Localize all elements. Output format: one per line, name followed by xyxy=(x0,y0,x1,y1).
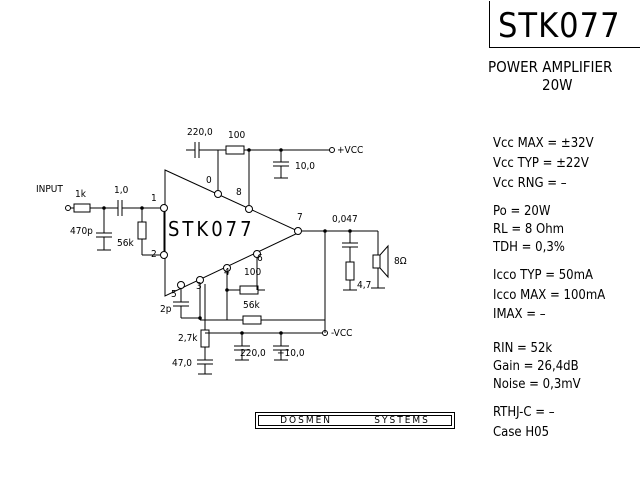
r-1k xyxy=(73,203,91,213)
spec-vcc-max: Vcc MAX = ±32V xyxy=(493,136,594,151)
pin-8 xyxy=(245,205,253,213)
pin-6 xyxy=(253,250,261,258)
brand-name: DOSMEN xyxy=(280,415,333,426)
ic-label: STK077 xyxy=(168,217,255,241)
spec-rthj: RTHJ-C = – xyxy=(493,405,555,420)
spec-gain: Gain = 26,4dB xyxy=(493,359,579,374)
c-input-label: 1,0 xyxy=(114,185,129,196)
pin-4-label: 4 xyxy=(224,267,230,278)
c-220-bot-label: 220,0 xyxy=(240,348,266,359)
r-47-label: 4,7 xyxy=(357,280,372,291)
c-47-label: 47,0 xyxy=(172,358,193,369)
r-100-bot-label: 100 xyxy=(244,267,262,278)
vcc-plus-terminal xyxy=(329,147,335,153)
r-100-top-label: 100 xyxy=(228,130,246,141)
title-box xyxy=(489,1,640,48)
brand-logo: DOSMEN SYSTEMS xyxy=(255,412,455,429)
c-470p-label: 470p xyxy=(70,226,93,237)
pin-3-label: 3 xyxy=(196,281,202,292)
r-input-label: 1k xyxy=(75,189,86,200)
vcc-minus-label: -VCC xyxy=(331,328,353,339)
ic-triangle xyxy=(164,169,302,297)
r-56k-fb-label: 56k xyxy=(243,300,260,311)
c-10-bot-label: +10,0 xyxy=(277,348,305,359)
pin-7 xyxy=(294,227,302,235)
c-220-label: 220,0 xyxy=(187,127,213,138)
input-terminal xyxy=(65,205,71,211)
part-number: STK077 xyxy=(498,6,621,46)
description: POWER AMPLIFIER xyxy=(488,58,613,76)
pin-5 xyxy=(177,281,185,289)
r-56k-in xyxy=(137,221,147,240)
power-rating: 20W xyxy=(542,76,573,94)
pin-0 xyxy=(214,190,222,198)
spec-vcc-rng: Vcc RNG = – xyxy=(493,176,567,191)
spec-rl: RL = 8 Ohm xyxy=(493,222,565,237)
r-56k-in-label: 56k xyxy=(117,238,134,249)
r-4-7 xyxy=(345,261,355,281)
pin-5-label: 5 xyxy=(171,289,177,300)
c-2p-label: 2p xyxy=(160,304,172,315)
speaker-cone xyxy=(379,244,389,279)
pin-1 xyxy=(160,204,168,212)
spec-case: Case H05 xyxy=(493,425,550,440)
pin-1-label: 1 xyxy=(151,193,157,204)
spec-po: Po = 20W xyxy=(493,204,551,219)
speaker-body xyxy=(372,254,381,269)
r-56k-fb xyxy=(242,315,262,325)
spec-icco-max: Icco MAX = 100mA xyxy=(493,288,606,303)
vcc-minus-terminal xyxy=(322,330,328,336)
c-047-label: 0,047 xyxy=(332,214,358,225)
pin-8-label: 8 xyxy=(236,187,242,198)
pin-6-label: 6 xyxy=(257,253,263,264)
input-label: INPUT xyxy=(36,184,63,195)
pin-3 xyxy=(196,276,204,284)
r-27k-label: 2,7k xyxy=(178,333,198,344)
spec-icco-typ: Icco TYP = 50mA xyxy=(493,268,594,283)
vcc-plus-label: +VCC xyxy=(337,145,364,156)
r-100-top xyxy=(225,145,245,155)
pin-7-label: 7 xyxy=(297,212,303,223)
pin-2-label: 2 xyxy=(151,249,157,260)
spec-noise: Noise = 0,3mV xyxy=(493,377,581,392)
r-100-bot xyxy=(239,285,259,295)
spec-imax: IMAX = – xyxy=(493,307,546,322)
pin-0-label: 0 xyxy=(206,175,212,186)
spec-rin: RIN = 52k xyxy=(493,341,553,356)
pin-4 xyxy=(223,264,231,272)
brand-systems: SYSTEMS xyxy=(374,415,430,426)
c-10-top-label: 10,0 xyxy=(295,161,316,172)
pin-2 xyxy=(160,251,168,259)
spec-tdh: TDH = 0,3% xyxy=(493,240,565,255)
speaker-label: 8Ω xyxy=(394,256,407,267)
spec-vcc-typ: Vcc TYP = ±22V xyxy=(493,156,589,171)
